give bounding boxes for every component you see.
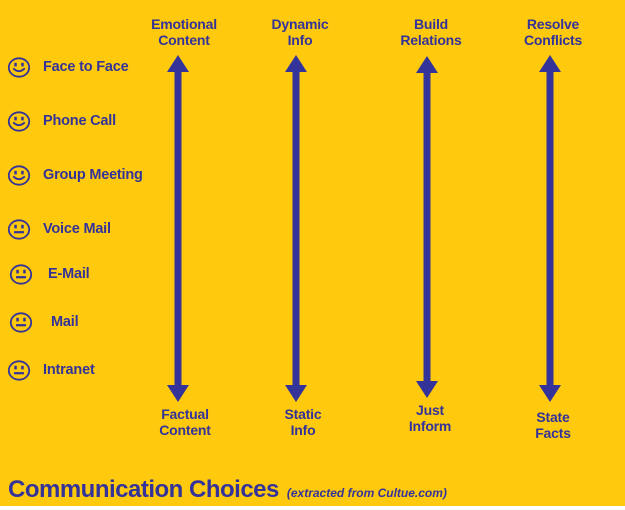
page-subtitle: (extracted from Cultue.com)	[286, 486, 447, 500]
channel-label: Face to Face	[43, 59, 129, 75]
channel-label: Intranet	[43, 362, 95, 378]
happy-face-icon	[7, 110, 31, 132]
dimension-top-label-dynamic-info: Dynamic Info	[271, 16, 329, 48]
channel-label: Mail	[51, 314, 79, 330]
dimension-bottom-label-static-info: Static Info	[284, 406, 322, 438]
channel-label: Phone Call	[43, 113, 116, 129]
neutral-face-icon	[9, 263, 33, 285]
bottom-margin	[0, 506, 625, 510]
neutral-face-icon	[7, 359, 31, 381]
dimension-top-label-build-relations: Build Relations	[400, 16, 462, 48]
dimension-top-label-emotional-content: Emotional Content	[151, 16, 217, 48]
dimension-bottom-label-factual-content: Factual Content	[159, 406, 211, 438]
channel-row-e-mail: E-Mail	[9, 263, 90, 285]
channel-row-group-meeting: Group Meeting	[7, 164, 143, 186]
channel-row-face-to-face: Face to Face	[7, 56, 129, 78]
channel-row-phone-call: Phone Call	[7, 110, 116, 132]
channel-row-intranet: Intranet	[7, 359, 95, 381]
dimension-top-label-resolve-conflicts: Resolve Conflicts	[523, 16, 583, 48]
double-arrow-icon	[539, 55, 561, 402]
neutral-face-icon	[9, 311, 33, 333]
page-title: Communication Choices	[8, 476, 279, 503]
happy-face-icon	[7, 164, 31, 186]
channel-row-mail: Mail	[9, 311, 79, 333]
footer-title-row: Communication Choices (extracted from Cu…	[8, 476, 447, 504]
happy-face-icon	[7, 56, 31, 78]
double-arrow-icon	[167, 55, 189, 402]
dimension-bottom-label-state-facts: State Facts	[535, 409, 571, 441]
double-arrow-icon	[416, 56, 438, 398]
channel-row-voice-mail: Voice Mail	[7, 218, 111, 240]
channel-label: Voice Mail	[43, 221, 111, 237]
channel-label: Group Meeting	[43, 167, 143, 183]
double-arrow-icon	[285, 55, 307, 402]
neutral-face-icon	[7, 218, 31, 240]
channel-label: E-Mail	[48, 266, 90, 282]
dimension-bottom-label-just-inform: Just Inform	[408, 402, 452, 434]
